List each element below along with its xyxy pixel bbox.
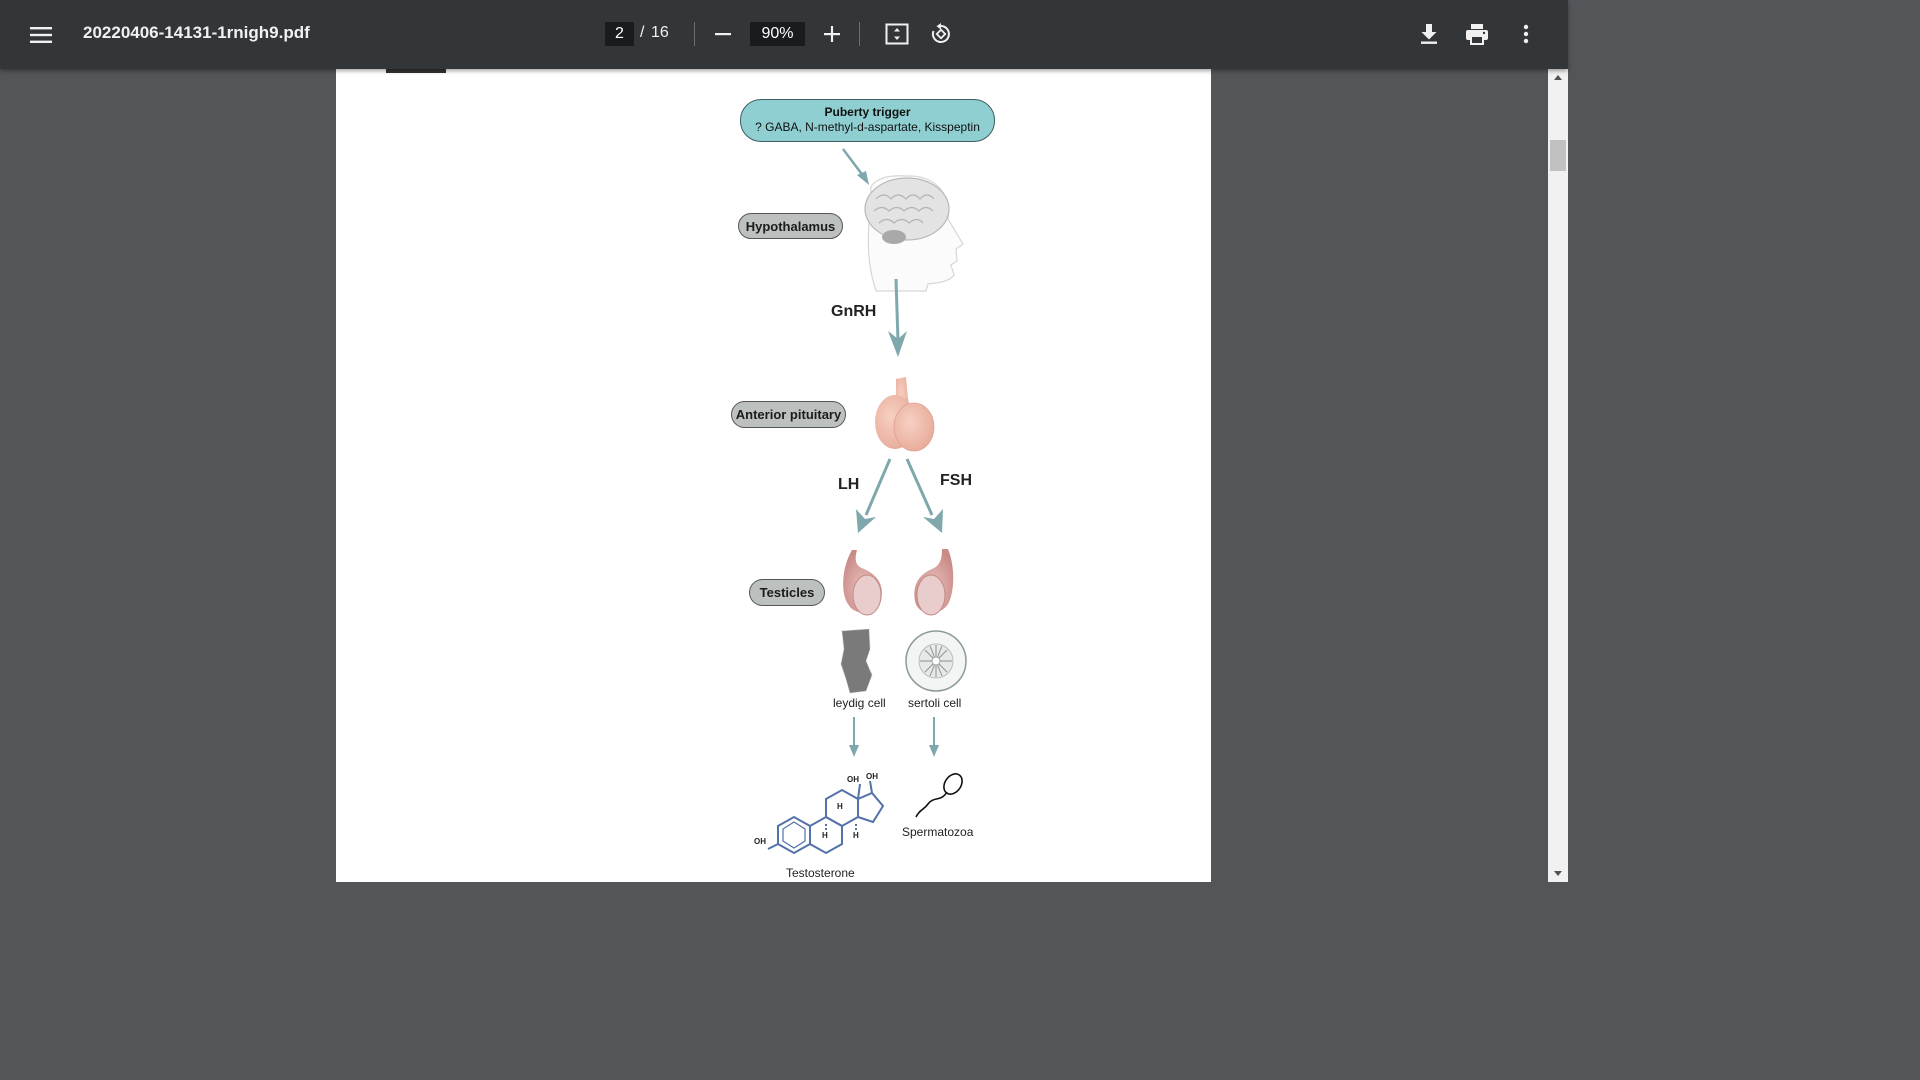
spermatozoa-illustration [915,773,963,818]
testicle-right-illustration [914,549,954,616]
anterior-pituitary-label: Anterior pituitary [731,401,846,428]
zoom-level-input[interactable]: 90% [750,22,805,46]
document-title: 20220406-14131-1rnigh9.pdf [83,23,310,42]
arrow-trigger-to-brain [842,148,869,185]
arrow-lh [856,458,892,533]
testosterone-label: Testosterone [786,866,855,880]
molecule-oh-left: OH [754,837,766,846]
page-total: 16 [651,24,669,41]
puberty-trigger-box: Puberty trigger ? GABA, N-methyl-d-aspar… [740,99,995,142]
diagram-graphics [386,69,967,855]
scroll-up-arrow-icon[interactable] [1548,69,1568,87]
arrow-fsh [905,458,943,533]
leydig-cell-illustration [840,628,873,694]
plus-icon[interactable] [818,20,846,48]
toolbar-divider [694,22,695,46]
molecule-h-2: H [822,831,828,840]
fsh-label: FSH [940,472,972,489]
toolbar-divider [859,22,860,46]
more-vert-icon[interactable] [1511,19,1541,49]
pdf-page: Puberty trigger ? GABA, N-methyl-d-aspar… [336,69,1211,882]
hypothalamus-label: Hypothalamus [738,213,843,239]
page-separator: / [640,24,645,41]
print-icon[interactable] [1462,19,1492,49]
rotate-icon[interactable] [926,19,956,49]
cropped-heading [386,69,446,73]
testicles-label: Testicles [749,579,825,606]
scrollbar-thumb[interactable] [1550,140,1566,171]
arrow-sertoli-to-spermatozoa [929,717,939,757]
sertoli-cell-illustration [905,630,967,692]
puberty-trigger-subtitle: ? GABA, N-methyl-d-aspartate, Kisspeptin [755,120,980,134]
page-number-input[interactable]: 2 [605,22,634,46]
vertical-scrollbar[interactable] [1548,69,1568,882]
molecule-oh-top-1: OH [847,775,859,784]
arrow-leydig-to-testosterone [849,717,859,757]
molecule-h-3: H [853,831,859,840]
puberty-trigger-title: Puberty trigger [824,105,911,119]
fit-page-icon[interactable] [882,19,912,49]
pituitary-illustration [875,377,935,452]
brain-head-illustration [864,175,964,292]
arrow-gnrh [888,278,907,357]
testosterone-molecule [767,780,885,855]
pdf-toolbar: 20220406-14131-1rnigh9.pdf 2 / 16 90% [0,0,1568,69]
scroll-down-arrow-icon[interactable] [1548,864,1568,882]
minus-icon[interactable] [710,20,736,48]
download-icon[interactable] [1414,19,1444,49]
hamburger-menu-icon[interactable] [24,18,58,52]
leydig-cell-label: leydig cell [833,696,886,710]
molecule-oh-top-2: OH [866,772,878,781]
sertoli-cell-label: sertoli cell [908,696,962,710]
lh-label: LH [838,476,860,493]
gnrh-label: GnRH [831,303,877,320]
spermatozoa-label: Spermatozoa [902,825,974,839]
testicle-left-illustration [843,550,882,616]
molecule-h-1: H [837,802,843,811]
